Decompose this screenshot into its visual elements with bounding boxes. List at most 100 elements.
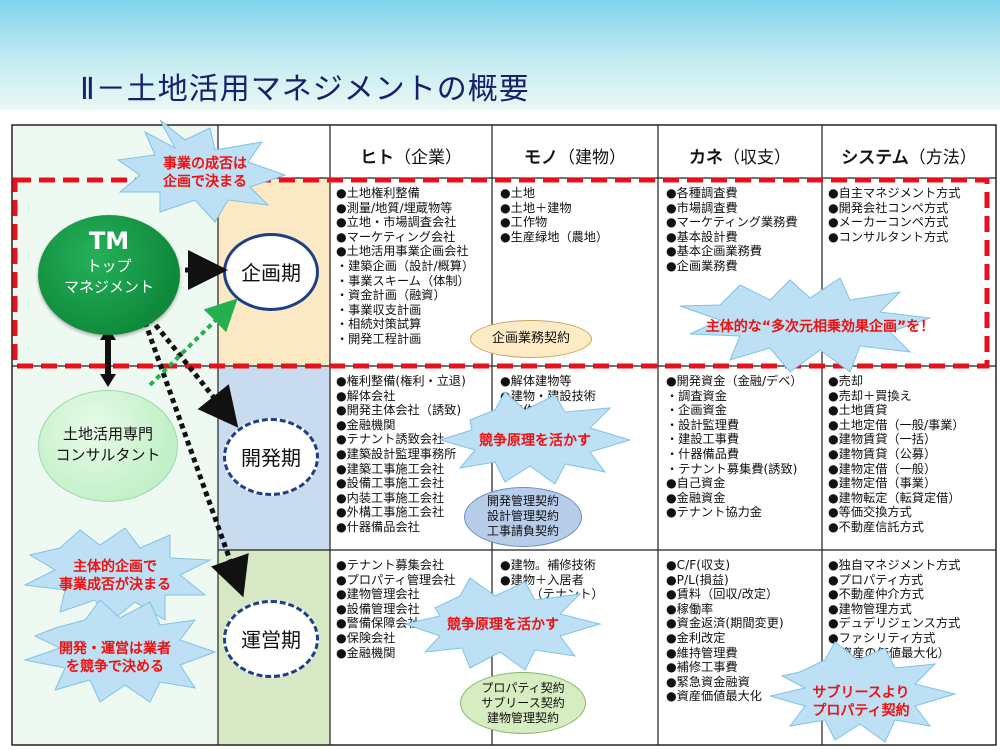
cell-item: ●資金返済(期間変更) [666, 616, 784, 631]
cell-item: ●建物賃貸（公募） [828, 446, 937, 461]
cell-item: （資産の価値最大化） [828, 645, 950, 660]
consultant-line2: コンサルタント [55, 446, 161, 464]
oval-op-contract: プロパティ契約 サブリース契約 建物管理契約 [460, 672, 586, 734]
cell-item: ●等価交換方式 [828, 505, 912, 520]
cell-item: ・開発工程計画 [336, 331, 422, 346]
cell-item: ●プロパティ方式 [828, 572, 924, 587]
cell-item: ●企画業務費 [666, 258, 738, 273]
op-contract-3: 建物管理契約 [486, 711, 559, 725]
cell-item: ●建物・建設技術 [500, 388, 596, 403]
cell-item: ●開発主体会社（誘致) [336, 403, 462, 418]
cell-item: ●稼働率 [666, 601, 714, 616]
cell-item: ●権利整備(権利・立退) [336, 374, 466, 388]
tm-circle: TM トップ マネジメント [38, 215, 180, 335]
phase-development: 開発期 [223, 418, 319, 496]
cell-item: ●測量/地質/埋蔵物等 [336, 200, 453, 215]
cell-item: ・設計監理費 [666, 417, 740, 432]
cell-item: ●工作物 [500, 403, 548, 418]
cell-item: ●テナント誘致会社 [336, 432, 445, 447]
cell-item: ●内装工事施工会社 [336, 490, 445, 505]
cell-item: ●売却＋買換え [828, 388, 912, 403]
cell-item: ●立地・市場調査会社 [336, 215, 457, 230]
cell-planning-mono: ●土地●土地＋建物●工作物●生産緑地（農地） [500, 186, 608, 244]
cell-item: ・建築企画（設計/概算） [336, 258, 475, 273]
cell-item: ●補修工事費 [666, 660, 738, 675]
column-header-kane: カネ（収支） [689, 148, 791, 168]
cell-item: ●メーカーコンペ方式 [828, 215, 949, 230]
cell-item: ●自己資金 [666, 476, 726, 491]
cell-item: ●緊急資金融資 [666, 674, 750, 689]
cell-item: ●基本企画業務費 [666, 244, 762, 259]
op-contract-2: サブリース契約 [481, 696, 565, 710]
cell-op-mono: ●建物。補修技術●建物＋入居者 （テナント） [500, 558, 604, 602]
cell-item: ●外構工事施工会社 [336, 505, 445, 520]
cell-item: ●建物。補修技術 [500, 558, 596, 572]
burst-4-text: 競争原理を活かす [447, 617, 559, 633]
cell-item: ●保険会社 [336, 630, 396, 645]
cell-item: ●不動産信託方式 [828, 519, 924, 534]
burst-1-text: 事業の成否は企画で決まる [163, 156, 247, 190]
cell-op-hito: ●テナント募集会社●プロパティ管理会社●建物管理会社●設備管理会社●警備保障会社… [336, 558, 456, 660]
cell-item: ●開発資金（金融/デベ） [666, 374, 803, 388]
dev-contract-3: 工事請負契約 [486, 524, 559, 538]
cell-item: ●建築設計監理事務所 [336, 446, 457, 461]
cell-item: ●土地活用事業企画会社 [336, 244, 469, 259]
cell-item: ・相続対策試算 [336, 317, 422, 332]
cell-item: （テナント） [500, 587, 604, 602]
cell-planning-system: ●自主マネジメント方式●開発会社コンペ方式●メーカーコンペ方式●コンサルタント方… [828, 186, 961, 244]
cell-dev-hito: ●権利整備(権利・立退)●解体会社●開発主体会社（誘致)●金融機関●テナント誘致… [336, 374, 466, 535]
cell-item: ●土地 [500, 186, 536, 200]
dev-contract-2: 設計管理契約 [486, 509, 559, 523]
burst-3-text: 競争原理を活かす [479, 433, 591, 449]
cell-item: ・事業スキーム（体制） [336, 273, 470, 288]
cell-op-kane: ●C/F(収支)●P/L(損益)●賃料（回収/改定）●稼働率●資金返済(期間変更… [666, 558, 784, 704]
cell-item: ●売却 [828, 374, 864, 388]
cell-item: ●建物定借（一般） [828, 461, 937, 476]
oval-planning-contract: 企画業務契約 [470, 320, 592, 358]
cell-item: ●土地権利整備 [336, 186, 420, 200]
cell-item: ●資産価値最大化 [666, 689, 762, 704]
cell-item: ・企画資金 [666, 403, 727, 418]
consultant-line1: 土地活用専門 [62, 425, 153, 443]
burst-2-text: 主体的な“多次元相乗効果企画”を！ [705, 319, 935, 335]
cell-item: ・事業収支計画 [336, 302, 422, 317]
cell-planning-kane: ●各種調査費●市場調査費●マーケティング業務費●基本設計費●基本企画業務費●企画… [666, 186, 798, 274]
cell-item: ・建設工事費 [666, 432, 740, 447]
cell-item: ●生産緑地（農地） [500, 229, 609, 244]
cell-item: ●解体会社 [336, 388, 396, 403]
phase-operation: 運営期 [223, 600, 319, 678]
cell-item: ●解体建物等 [500, 374, 572, 388]
cell-item: ●建物定借（事業） [828, 476, 937, 491]
cell-item: ・資金計画（融資） [336, 288, 446, 303]
cell-item: ●マーケティング会社 [336, 229, 456, 244]
cell-item: ●マーケティング業務費 [666, 215, 798, 230]
cell-item: ●賃料（回収/改定） [666, 587, 779, 602]
cell-item: ・調査資金 [666, 388, 727, 403]
cell-dev-mono: ●解体建物等●建物・建設技術●工作物 [500, 374, 596, 418]
cell-item: ●建物管理方式 [828, 601, 912, 616]
column-header-system: システム（方法） [841, 148, 977, 168]
cell-item: ●設備工事施工会社 [336, 476, 445, 491]
phase-planning: 企画期 [223, 233, 319, 311]
slide-title: Ⅱ－土地活用マネジメントの概要 [80, 72, 530, 107]
cell-item: ●独自マネジメント方式 [828, 558, 961, 572]
cell-item: ●維持管理費 [666, 645, 738, 660]
cell-item: ●自主マネジメント方式 [828, 186, 961, 200]
column-header-hito: ヒト（企業） [360, 148, 462, 168]
cell-item: ●P/L(損益) [666, 572, 729, 587]
burst-7-text: サブリースよりプロパティ契約 [812, 685, 910, 719]
cell-item: ●開発会社コンペ方式 [828, 200, 949, 215]
cell-item: ●基本設計費 [666, 229, 738, 244]
cell-item: ●土地＋建物 [500, 200, 572, 215]
tm-title: TM [88, 227, 130, 255]
cell-item: ●土地賃貸 [828, 403, 888, 418]
tm-line2: トップ [86, 257, 132, 275]
cell-item: ●C/F(収支) [666, 558, 731, 572]
oval-dev-contract: 開発管理契約 設計管理契約 工事請負契約 [464, 487, 582, 547]
burst-6-text: 開発・運営は業者を競争で決める [59, 641, 171, 675]
cell-item: ●各種調査費 [666, 186, 738, 200]
cell-item: ●デュデリジェンス方式 [828, 616, 961, 631]
cell-item: ●市場調査費 [666, 200, 738, 215]
dev-contract-1: 開発管理契約 [486, 494, 559, 508]
burst-5-text: 主体的企画で事業成否が決まる [59, 559, 171, 593]
